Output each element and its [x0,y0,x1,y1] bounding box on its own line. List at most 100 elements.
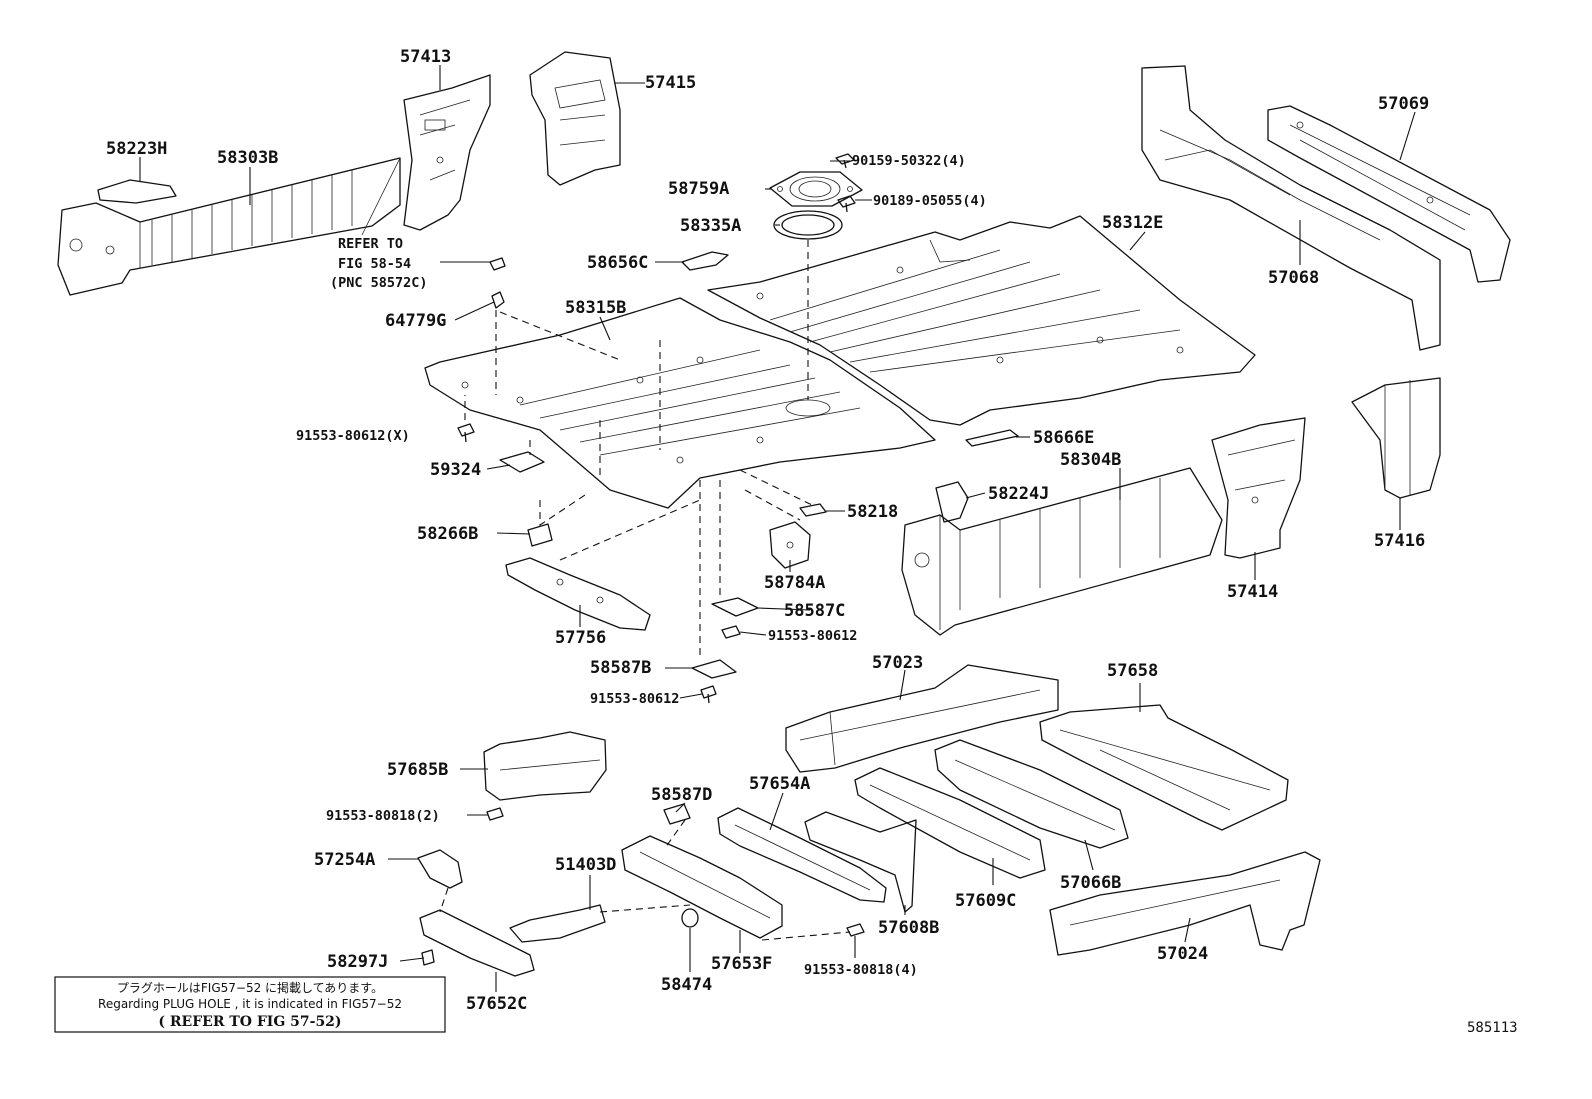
bolt-91553a-drawing [721,625,741,639]
label-58266b: 58266B [417,524,478,544]
label-58759a: 58759A [668,179,729,199]
label-58312e: 58312E [1102,213,1163,233]
part-58218-drawing [799,503,827,517]
label-58297j: 58297J [327,952,388,972]
label-57658: 57658 [1107,661,1158,681]
label-57414: 57414 [1227,582,1278,602]
part-57658-drawing [1039,704,1289,831]
bolt-91553c-drawing [486,807,504,821]
label-57652c: 57652C [466,994,527,1014]
refer-note-line2: FIG 58-54 [338,256,411,272]
label-57023: 57023 [872,653,923,673]
label-57068: 57068 [1268,268,1319,288]
label-57653f: 57653F [711,954,772,974]
part-58223h-drawing [97,179,177,204]
label-57069: 57069 [1378,94,1429,114]
label-91553-80818-4: 91553-80818(4) [804,962,918,978]
label-57609c: 57609C [955,891,1016,911]
part-58315b-drawing [424,297,936,509]
part-57608b-drawing [804,811,917,913]
bolt-90189-drawing [837,195,856,213]
label-58784a: 58784A [764,573,825,593]
part-59324-drawing [499,451,545,473]
clip-64779g-drawing [489,257,506,309]
part-58587b-drawing [691,659,737,679]
label-57685b: 57685B [387,760,448,780]
part-57415-drawing [529,51,621,186]
part-58587d-drawing [663,803,691,825]
note-japanese-line: プラグホールはFIG57−52 に掲載してあります。 [117,980,383,995]
part-58759a-drawing [769,171,863,207]
plug-hole-note: プラグホールはFIG57−52 に掲載してあります。 Regarding PLU… [54,976,446,1033]
label-51403d: 51403D [555,855,616,875]
label-90189-05055: 90189-05055(4) [873,193,987,209]
refer-note-line3: (PNC 58572C) [330,275,428,291]
part-58784a-drawing [769,521,811,569]
bolt-91553d-drawing [846,923,865,937]
part-58656c-drawing [681,251,729,271]
part-57653f-drawing [621,835,783,939]
part-57609c-drawing [854,767,1046,879]
part-58297j-drawing [421,949,435,966]
bolt-91553b-drawing [700,685,717,704]
label-91553-80612-x: 91553-80612(X) [296,428,410,444]
part-57413-drawing [403,74,491,231]
label-58587c: 58587C [784,601,845,621]
label-57415: 57415 [645,73,696,93]
refer-note-line1: REFER TO [338,236,403,252]
label-57254a: 57254A [314,850,375,870]
bolt-91553x-drawing [457,423,475,443]
label-57416: 57416 [1374,531,1425,551]
label-91553-80818-2: 91553-80818(2) [326,808,440,824]
label-57024: 57024 [1157,944,1208,964]
label-58666e: 58666E [1033,428,1094,448]
label-58587d: 58587D [651,785,712,805]
label-58304b: 58304B [1060,450,1121,470]
assembly-lines [439,240,851,941]
part-58666e-drawing [965,429,1019,447]
part-58224j-drawing [935,481,969,523]
part-57254a-drawing [417,849,463,889]
part-58587c-drawing [711,597,759,617]
part-57069-drawing [1267,105,1511,283]
plug-58474-drawing [681,908,699,928]
part-58335a-drawing [773,210,843,240]
label-91553-80612-a: 91553-80612 [768,628,857,644]
part-57066b-drawing [934,739,1129,849]
label-57756: 57756 [555,628,606,648]
part-57024-drawing [1049,851,1321,956]
label-57413: 57413 [400,47,451,67]
label-58315b: 58315B [565,298,626,318]
part-57654a-drawing [717,807,887,903]
label-58474: 58474 [661,975,712,995]
part-58304b-drawing [901,467,1223,636]
label-58303b: 58303B [217,148,278,168]
part-57023-drawing [785,664,1059,773]
label-58223h: 58223H [106,139,167,159]
note-refer-line: ( REFER TO FIG 57-52) [158,1014,341,1030]
part-58312e-drawing [707,215,1256,426]
label-58224j: 58224J [988,484,1049,504]
label-58218: 58218 [847,502,898,522]
label-57654a: 57654A [749,774,810,794]
part-51403d-drawing [509,904,606,943]
part-57652c-drawing [419,909,535,977]
label-91553-80612-b: 91553-80612 [590,691,679,707]
part-57414-drawing [1211,417,1306,559]
part-58266b-drawing [527,523,553,547]
part-57068-drawing [1141,65,1441,351]
label-58335a: 58335A [680,216,741,236]
label-58656c: 58656C [587,253,648,273]
part-57756-drawing [505,557,651,631]
label-57066b: 57066B [1060,873,1121,893]
label-90159-50322: 90159-50322(4) [852,153,966,169]
note-english-line: Regarding PLUG HOLE , it is indicated in… [98,997,402,1011]
leader-lines [139,65,1416,992]
figure-number: 585113 [1467,1020,1518,1036]
label-59324: 59324 [430,460,481,480]
label-57608b: 57608B [878,918,939,938]
part-58303b-drawing [57,157,401,296]
part-57416-drawing [1351,377,1441,499]
label-64779g: 64779G [385,311,446,331]
